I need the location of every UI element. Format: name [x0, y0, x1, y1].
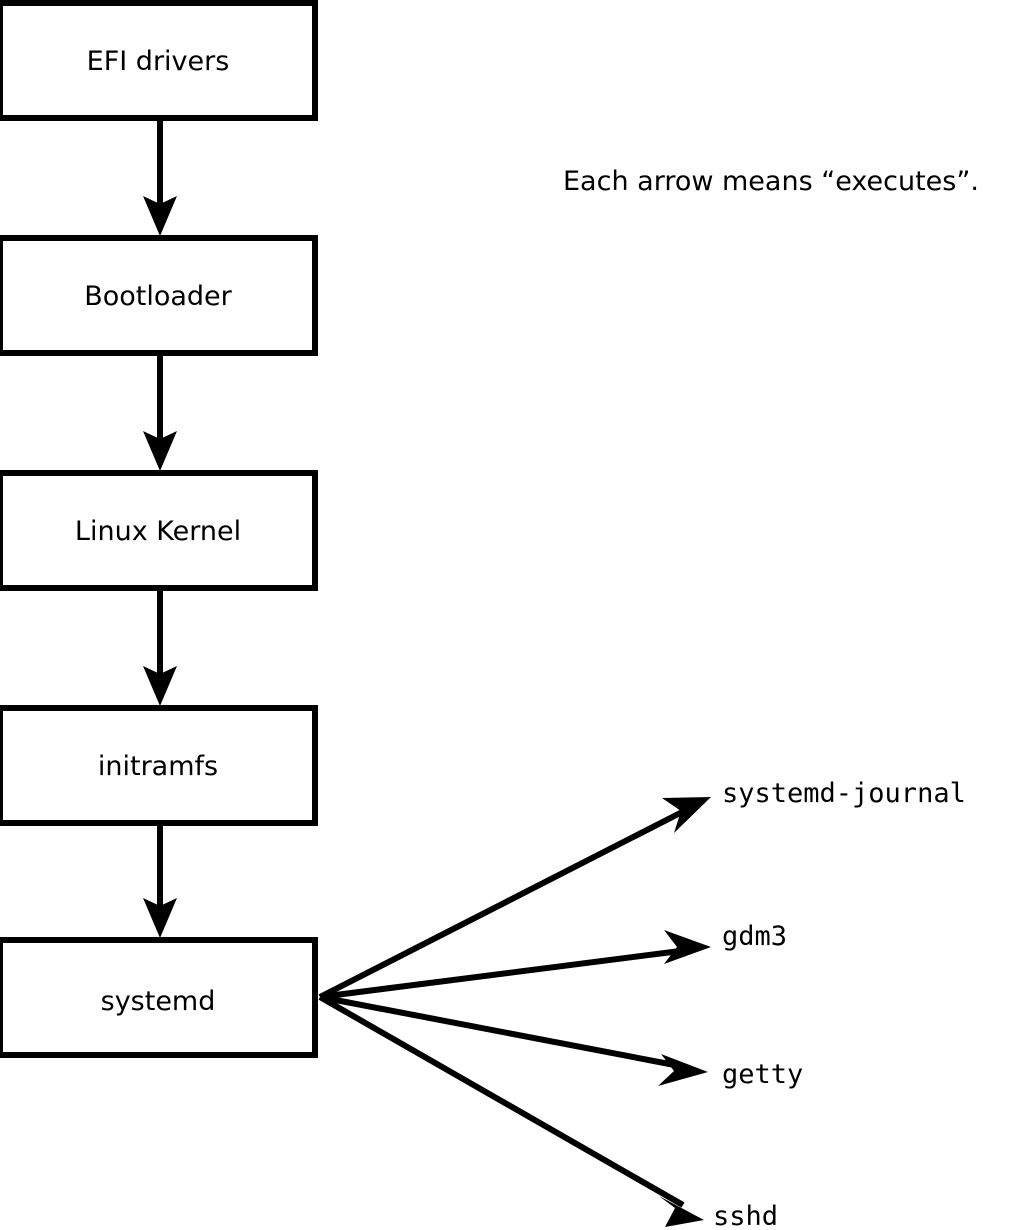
arrow-efi-drivers-to-bootloader: [143, 118, 177, 236]
arrow-systemd-to-getty: [319, 994, 708, 1086]
service-label-sshd: sshd: [713, 1201, 778, 1230]
node-bootloader[interactable]: Bootloader: [0, 235, 318, 356]
node-label-systemd: systemd: [101, 986, 216, 1017]
node-efi-drivers[interactable]: EFI drivers: [0, 0, 318, 121]
node-systemd[interactable]: systemd: [0, 937, 318, 1058]
node-box-linux-kernel: [0, 470, 318, 591]
node-box-systemd: [0, 937, 318, 1058]
service-label-gdm3: gdm3: [722, 921, 787, 952]
node-box-initramfs: [0, 705, 318, 826]
arrow-initramfs-to-systemd: [143, 823, 177, 938]
arrow-bootloader-to-linux-kernel: [143, 353, 177, 471]
node-label-linux-kernel: Linux Kernel: [75, 516, 241, 547]
arrow-systemd-to-systemd-journal: [318, 797, 711, 1000]
node-label-initramfs: initramfs: [98, 751, 218, 782]
arrow-linux-kernel-to-initramfs: [143, 588, 177, 706]
arrow-systemd-to-sshd: [318, 994, 704, 1227]
node-label-bootloader: Bootloader: [84, 281, 232, 312]
node-linux-kernel[interactable]: Linux Kernel: [0, 470, 318, 591]
service-label-systemd-journal: systemd-journal: [722, 778, 966, 809]
node-box-bootloader: [0, 235, 318, 356]
arrow-systemd-to-gdm3: [319, 930, 711, 1000]
node-initramfs[interactable]: initramfs: [0, 705, 318, 826]
node-box-efi-drivers: [0, 0, 318, 121]
node-label-efi-drivers: EFI drivers: [87, 46, 230, 77]
service-label-getty: getty: [722, 1059, 803, 1090]
legend-caption: Each arrow means “executes”.: [563, 166, 979, 197]
